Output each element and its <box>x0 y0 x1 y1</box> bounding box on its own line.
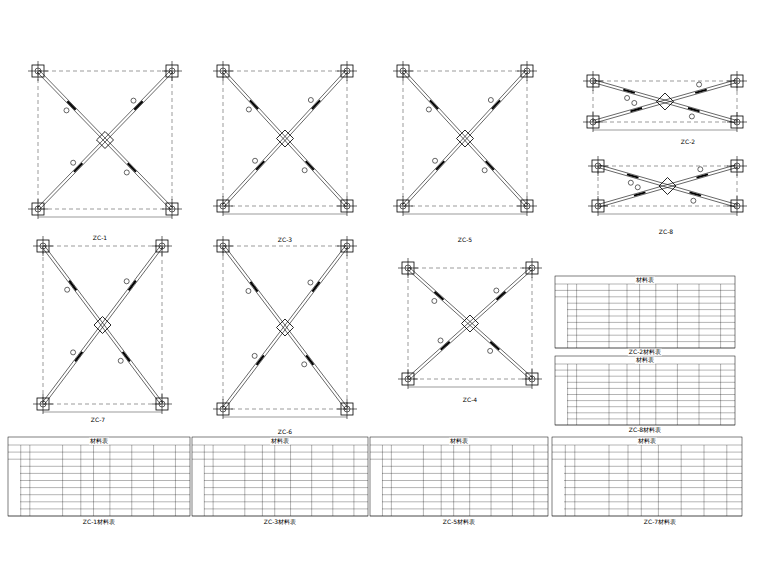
x-brace-panel <box>213 236 357 419</box>
table-title: 材料表 <box>270 438 290 445</box>
material-table <box>8 437 190 516</box>
table-title: 材料表 <box>89 438 109 445</box>
panel-label: ZC-2 <box>680 139 696 146</box>
x-brace-panel <box>213 61 357 216</box>
material-table <box>555 356 735 425</box>
x-brace-panel <box>583 71 747 132</box>
material-table <box>192 437 368 516</box>
material-table <box>370 437 548 516</box>
x-brace-panel <box>28 61 182 219</box>
material-table <box>552 437 742 516</box>
panel-label: ZC-7 <box>90 417 106 424</box>
table-title: ZC-1材料表 <box>82 519 116 526</box>
table-title: ZC-5材料表 <box>442 519 476 526</box>
panel-label: ZC-3 <box>277 237 293 244</box>
table-title: ZC-7材料表 <box>643 519 677 526</box>
material-table <box>555 276 735 348</box>
x-brace-panel <box>588 156 747 216</box>
x-brace-panel <box>393 61 537 216</box>
table-title: 材料表 <box>637 438 657 445</box>
panel-label: ZC-1 <box>92 235 108 242</box>
table-title: ZC-3材料表 <box>263 519 297 526</box>
x-brace-panel <box>398 258 542 389</box>
panel-label: ZC-4 <box>462 397 478 404</box>
table-title: 材料表 <box>449 438 469 445</box>
table-title: 材料表 <box>635 277 655 284</box>
table-title: ZC-8材料表 <box>628 427 662 434</box>
panel-label: ZC-8 <box>658 229 674 236</box>
table-title: 材料表 <box>635 357 655 364</box>
x-brace-panel <box>33 236 172 414</box>
table-title: ZC-2材料表 <box>628 349 662 356</box>
panel-label: ZC-5 <box>457 237 473 244</box>
panel-label: ZC-6 <box>277 429 293 436</box>
